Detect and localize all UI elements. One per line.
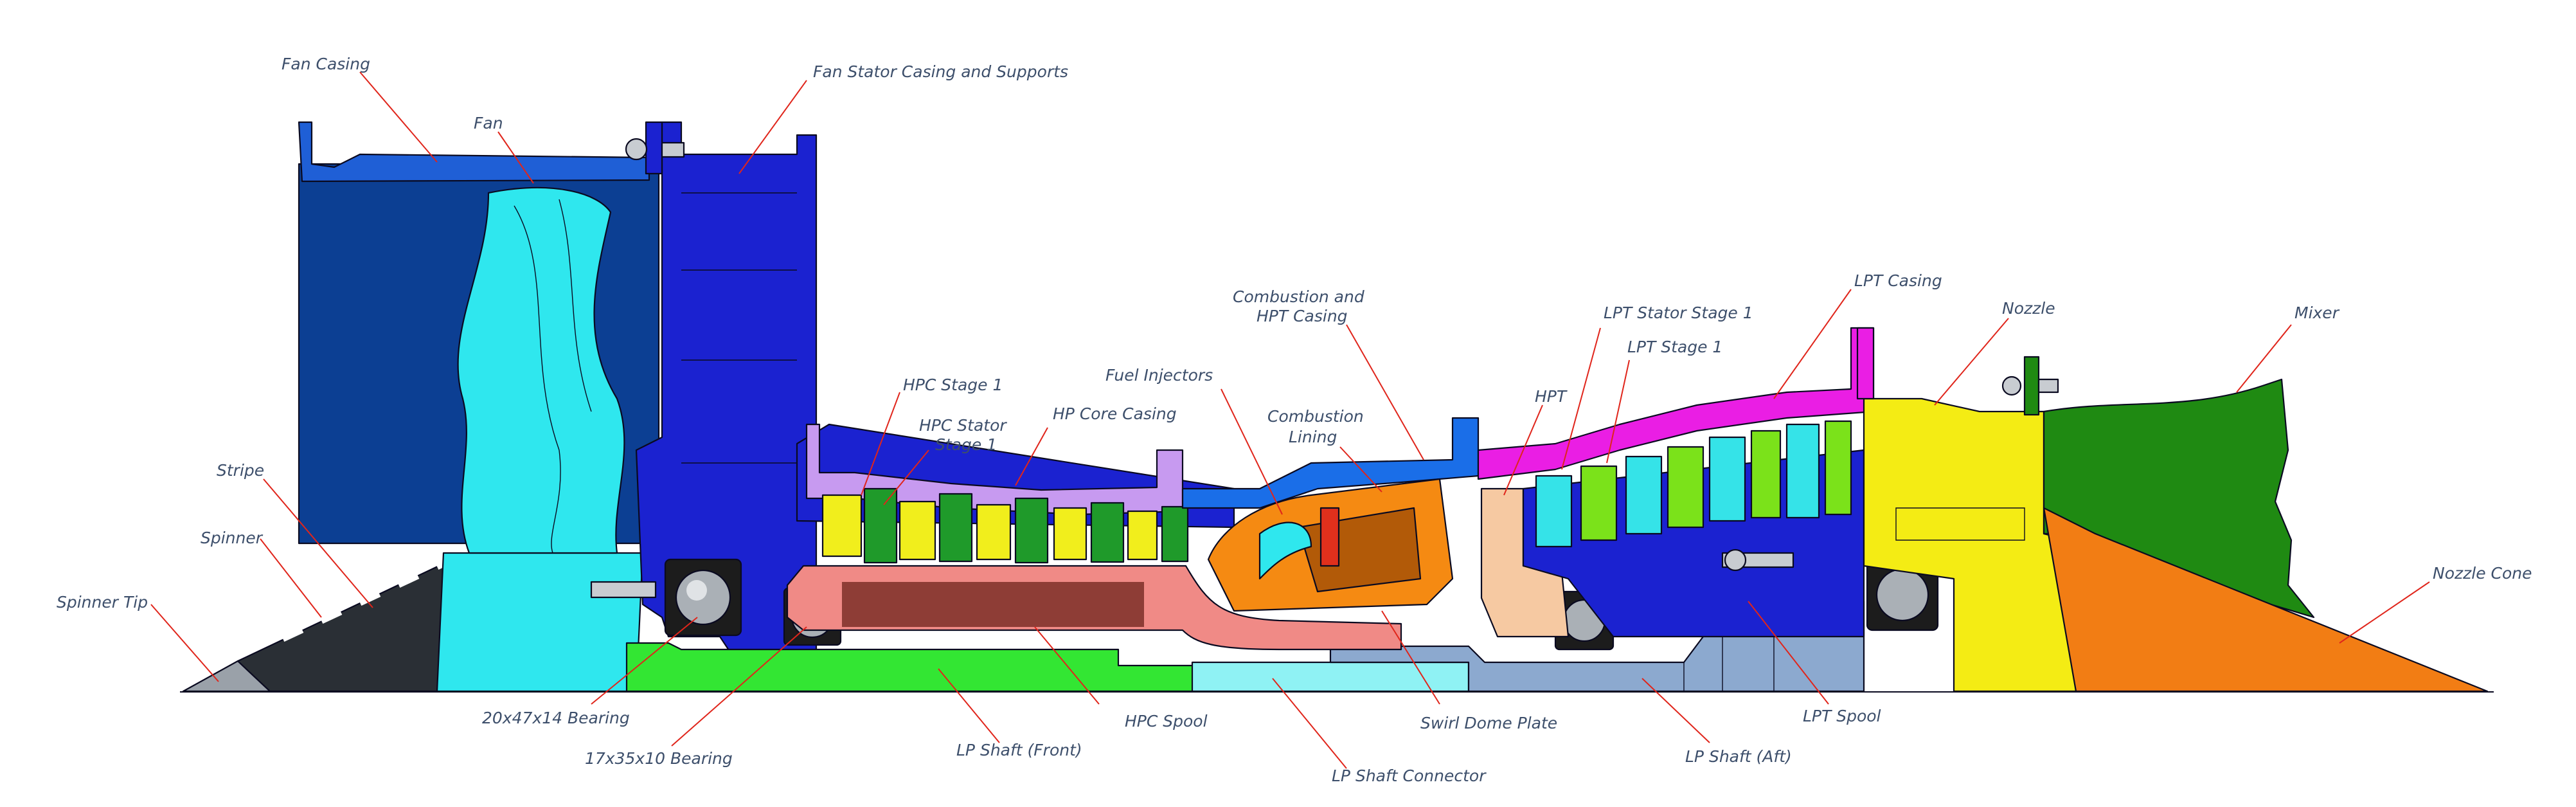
label-stripe: Stripe [217, 461, 264, 480]
label-mixer: Mixer [2294, 304, 2340, 322]
label-hpc-stage-1: HPC Stage 1 [903, 376, 1003, 394]
leader-spinner-tip [150, 604, 219, 682]
leader-swirl-dome [1381, 610, 1440, 705]
label-lp-shaft-front: LP Shaft (Front) [956, 741, 1082, 759]
leader-hpc-spool [1034, 626, 1100, 705]
leader-nozzle [1934, 318, 2009, 406]
label-comb-lining-line1: Combustion [1267, 407, 1364, 426]
part-labels: Fan Casing Fan Fan Stator Casing and Sup… [57, 55, 2532, 785]
label-lp-shaft-connector: LP Shaft Connector [1332, 766, 1487, 785]
label-comb-lining-line2: Lining [1289, 428, 1337, 446]
leader-comb-hpt-casing [1346, 324, 1424, 460]
label-swirl-dome: Swirl Dome Plate [1420, 714, 1557, 732]
leader-fan-casing [359, 71, 438, 163]
fuel-injector [1319, 507, 1340, 567]
lp-shaft-connector [1191, 661, 1470, 693]
fan-casing [298, 121, 650, 183]
label-nozzle-cone: Nozzle Cone [2433, 564, 2532, 583]
leader-lp-shaft-aft [1641, 678, 1710, 743]
fan-stator-casing [625, 121, 818, 657]
lpt-rotor-stage-1 [1580, 420, 1852, 541]
label-lp-shaft-aft: LP Shaft (Aft) [1685, 747, 1792, 766]
leader-mixer [2236, 324, 2292, 393]
leader-fan [497, 131, 534, 184]
leader-spinner [260, 538, 322, 618]
label-fan-casing: Fan Casing [282, 55, 370, 73]
leader-lp-shaft-connector [1272, 678, 1347, 769]
hp-core-casing [796, 423, 1235, 564]
label-bearing-17: 17x35x10 Bearing [585, 749, 733, 768]
label-comb-hpt-casing-line1: Combustion and [1233, 287, 1364, 306]
fan-casing-bolt [625, 138, 685, 161]
leader-stripe [263, 478, 373, 608]
leader-bearing-17 [671, 626, 807, 747]
label-hp-core-casing: HP Core Casing [1053, 404, 1177, 423]
label-fan-stator: Fan Stator Casing and Supports [813, 62, 1068, 81]
bearing-aft [1866, 558, 1939, 631]
leader-lpt-spool [1748, 601, 1829, 705]
lpt-spool-bolt [1721, 549, 1794, 572]
label-fuel-injectors: Fuel Injectors [1105, 366, 1213, 385]
leader-nozzle-cone [2339, 581, 2430, 644]
label-lpt-stator-1: LPT Stator Stage 1 [1604, 304, 1753, 322]
leader-lines [150, 71, 2430, 769]
label-spinner: Spinner [201, 529, 264, 547]
label-bearing-20: 20x47x14 Bearing [482, 709, 630, 727]
hpc-stator-stage-1 [863, 487, 1189, 564]
combustion-hpt-casing [1181, 417, 1480, 509]
label-hpc-spool: HPC Spool [1125, 712, 1208, 730]
label-comb-hpt-casing-line2: HPT Casing [1257, 307, 1348, 325]
spinner-assembly [182, 552, 467, 693]
leader-hpc-stage-1 [861, 392, 900, 496]
hpc-rotor-stage-1 [821, 494, 1158, 561]
spinner [237, 552, 467, 693]
mixer [2043, 378, 2315, 619]
label-hpt: HPT [1535, 387, 1568, 406]
leader-lp-shaft-front [938, 668, 1000, 743]
fan-blade [457, 186, 625, 554]
nozzle-bolt [2001, 376, 2059, 396]
label-lpt-stage-1: LPT Stage 1 [1627, 338, 1722, 356]
label-hpc-stator-line1: HPC Stator [919, 416, 1007, 435]
bearing-20x47x14 [590, 558, 742, 637]
leader-comb-lining [1339, 446, 1382, 493]
leader-lpt-stage-1 [1606, 359, 1630, 464]
label-nozzle: Nozzle [2002, 299, 2055, 318]
label-lpt-casing: LPT Casing [1854, 271, 1942, 290]
lpt-stator-stage-1 [1535, 423, 1820, 548]
fan-hub [436, 552, 644, 693]
hpc-spool-cavity [842, 582, 1144, 627]
leader-lpt-stator-1 [1561, 327, 1601, 470]
leader-bearing-20 [591, 617, 698, 705]
label-fan: Fan [474, 114, 503, 132]
leader-lpt-casing [1773, 289, 1852, 399]
leader-fan-stator [738, 80, 807, 174]
leader-fuel-injectors [1221, 388, 1283, 515]
leader-hp-core-casing [1015, 427, 1048, 486]
swirl-vanes [1258, 521, 1312, 580]
label-lpt-spool: LPT Spool [1803, 707, 1881, 725]
leader-hpc-stator-stage-1 [883, 449, 929, 505]
combustor [1207, 478, 1454, 612]
label-spinner-tip: Spinner Tip [57, 593, 148, 612]
label-hpc-stator-line2: Stage 1 [935, 435, 997, 454]
leader-hpt [1503, 404, 1543, 496]
